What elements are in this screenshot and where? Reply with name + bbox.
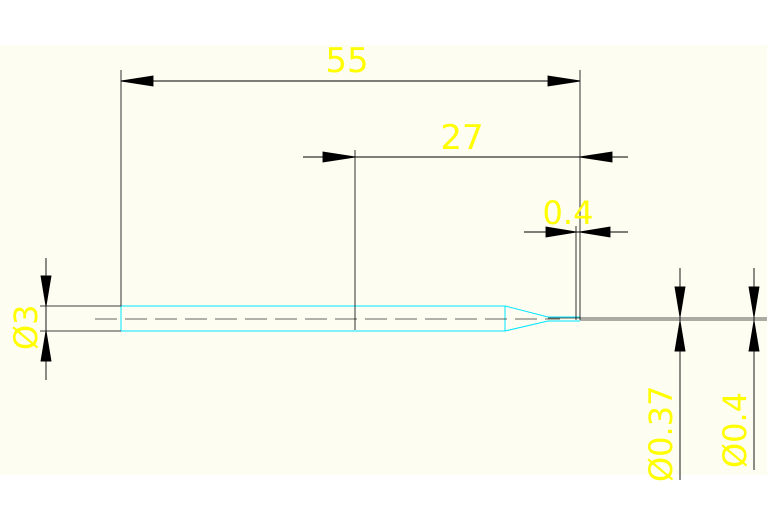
drawing-sheet	[0, 45, 767, 475]
dimension-27	[303, 151, 628, 163]
part-outline	[120, 305, 580, 332]
dimension-phi3-label: Ø3	[7, 304, 45, 350]
dimension-phi0.37	[674, 268, 686, 480]
needle-extension	[548, 317, 767, 321]
dimension-55	[120, 75, 581, 87]
dimension-phi3	[40, 258, 52, 380]
extension-lines	[40, 70, 581, 332]
taper-top-edge	[504, 305, 549, 318]
taper-bottom-edge	[504, 320, 549, 332]
dimension-27-label: 27	[440, 118, 483, 158]
dimension-phi0.4-label: Ø0.4	[716, 392, 754, 468]
dimension-phi0.37-label: Ø0.37	[642, 386, 680, 482]
dimension-phi0.4	[748, 268, 760, 470]
dimension-0.4-length	[524, 226, 628, 238]
dimension-55-label: 55	[325, 41, 368, 81]
dimension-0.4-length-label: 0.4	[543, 194, 594, 232]
